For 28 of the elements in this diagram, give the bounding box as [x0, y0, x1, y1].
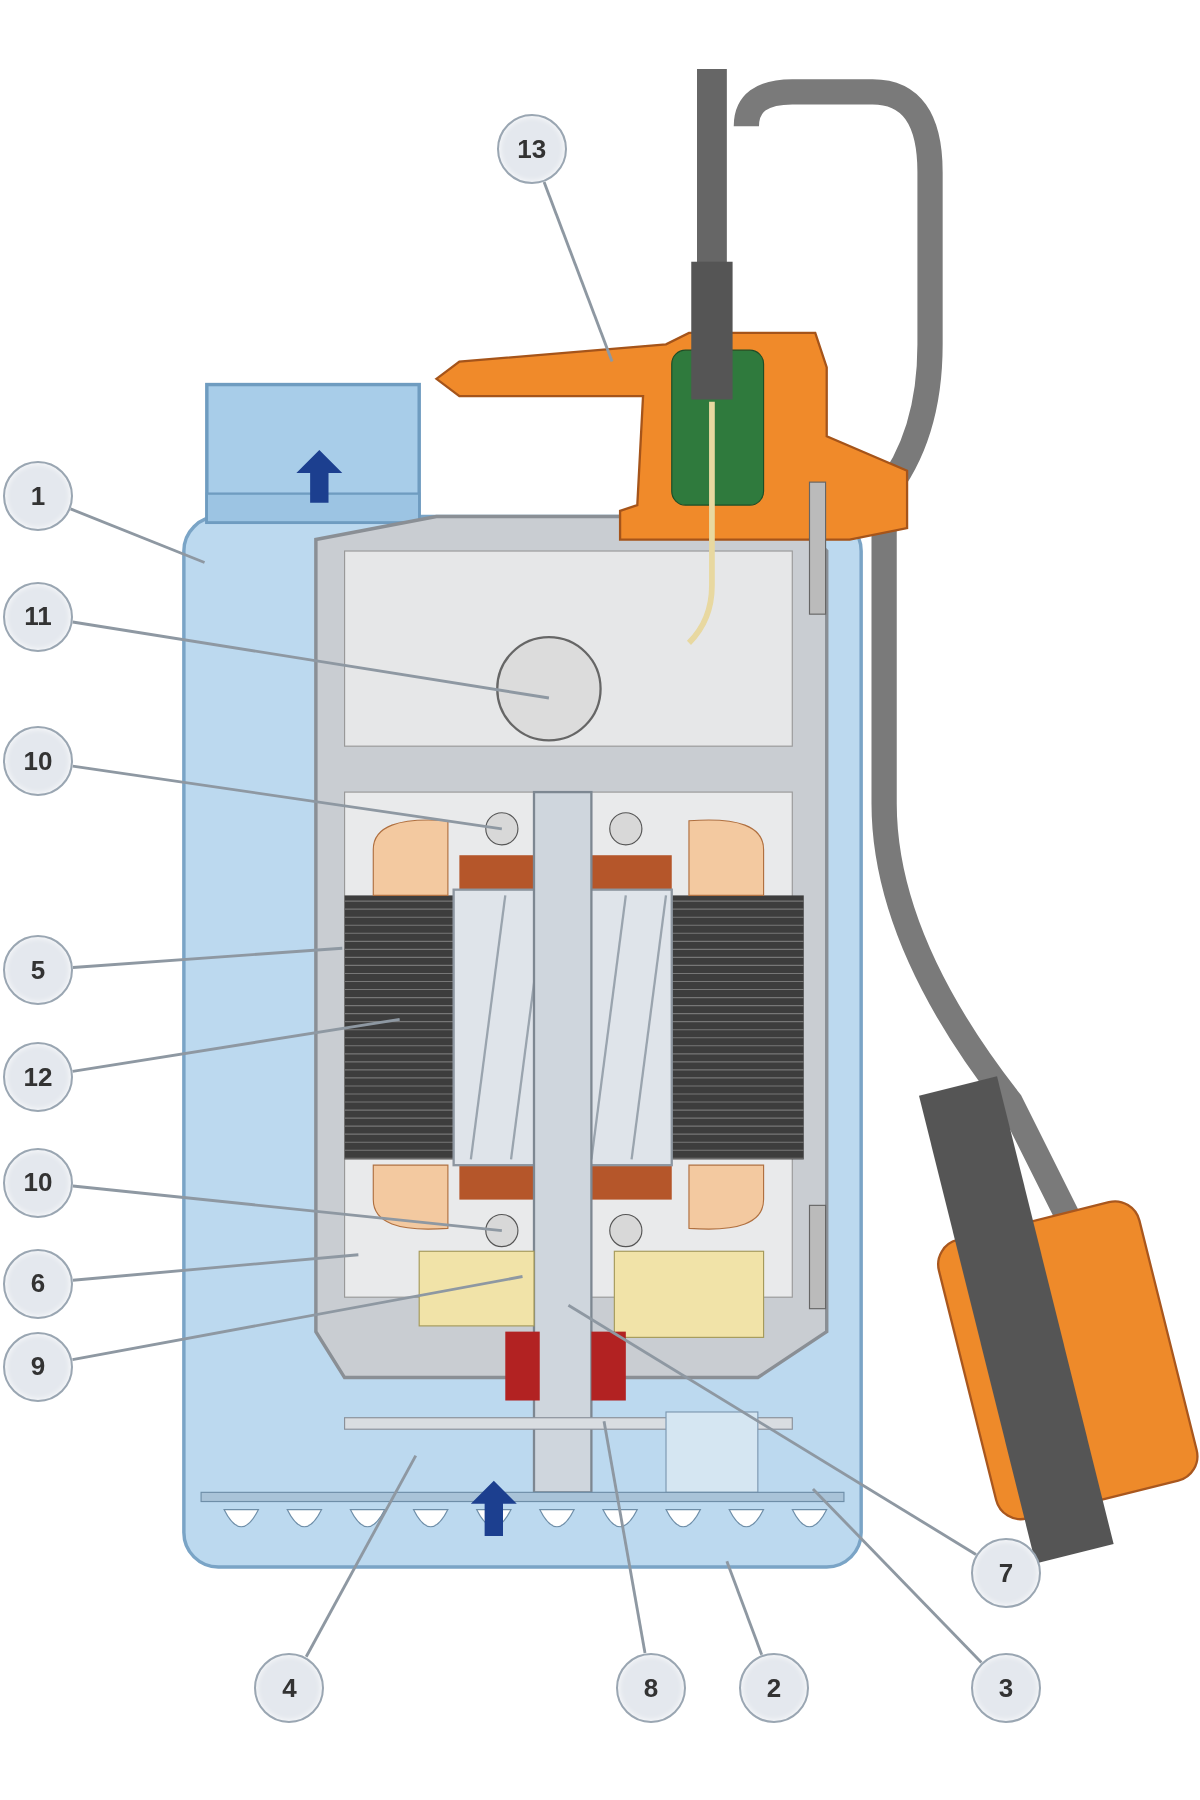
- leader-line: [811, 1487, 983, 1664]
- callout-number: 12: [2, 1042, 73, 1113]
- leader-line: [72, 1275, 523, 1362]
- leader-line: [72, 764, 503, 831]
- leader-line: [72, 946, 343, 969]
- leader-line: [72, 1253, 359, 1282]
- callout-number: 2: [738, 1653, 809, 1724]
- leader-line: [72, 1017, 400, 1073]
- leader-line: [542, 181, 614, 363]
- callout-number: 4: [254, 1653, 325, 1724]
- callout-number: 3: [970, 1653, 1041, 1724]
- callout-number: 1: [2, 461, 73, 532]
- callout-number: 5: [2, 935, 73, 1006]
- callout-number: 7: [970, 1538, 1041, 1609]
- leader-line: [602, 1420, 647, 1654]
- callout-number: 11: [2, 581, 73, 652]
- callout-number: 10: [2, 1147, 73, 1218]
- leader-line: [304, 1454, 417, 1658]
- leader-line: [725, 1560, 764, 1656]
- leader-line: [72, 620, 550, 700]
- callout-number: 6: [2, 1248, 73, 1319]
- callout-number: 8: [616, 1653, 687, 1724]
- callout-number: 10: [2, 726, 73, 797]
- callout-number: 9: [2, 1331, 73, 1402]
- leader-line: [72, 1184, 502, 1233]
- leader-line: [567, 1304, 977, 1556]
- leader-line: [70, 507, 206, 564]
- callout-number: 13: [496, 114, 567, 185]
